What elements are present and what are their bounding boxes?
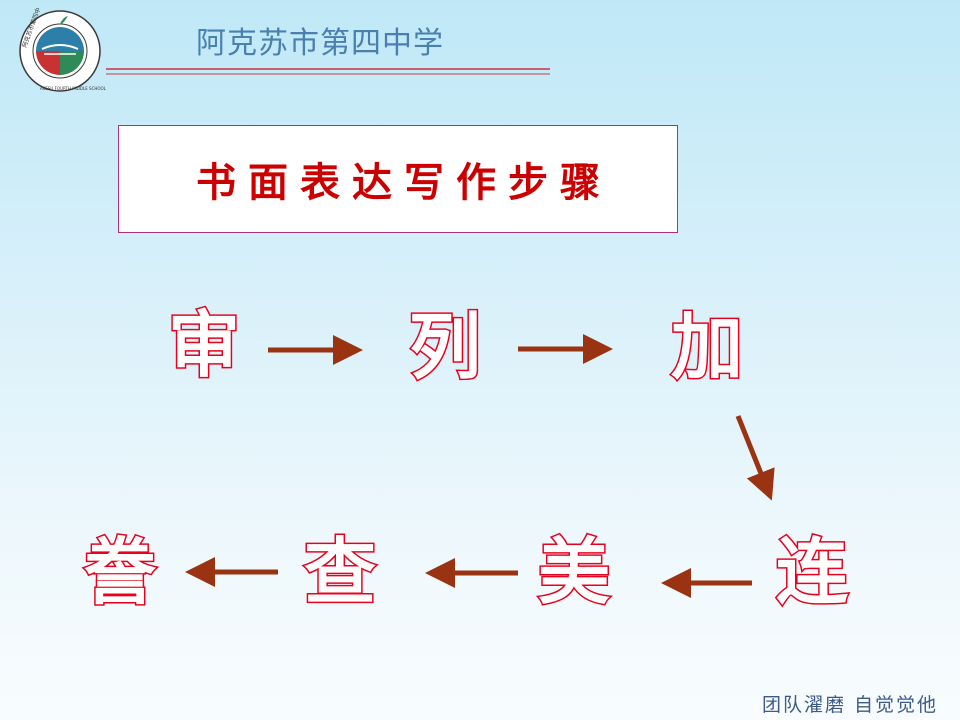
step-teng: 誊 xyxy=(82,529,157,616)
step-shen: 审 xyxy=(166,302,241,389)
arrow-jia-to-lian xyxy=(735,415,775,501)
step-mei: 美 xyxy=(536,529,611,616)
step-jia: 加 xyxy=(669,304,744,391)
step-lie: 列 xyxy=(407,304,482,391)
title-box: 书面表达写作步骤 xyxy=(118,125,678,233)
slide-title: 书面表达写作步骤 xyxy=(196,159,612,206)
header-divider xyxy=(106,68,550,75)
school-name: 阿克苏市第四中学 xyxy=(196,26,444,61)
step-cha: 查 xyxy=(302,529,377,616)
step-lian: 连 xyxy=(774,529,849,616)
logo-ring-text-bottom: AKESU FOURTH MIDDLE SCHOOL xyxy=(40,86,107,91)
footer-slogan: 团队濯磨 自觉觉他 xyxy=(762,694,939,716)
school-logo: 阿克苏市第四中学 AKESU FOURTH MIDDLE SCHOOL xyxy=(19,8,107,92)
